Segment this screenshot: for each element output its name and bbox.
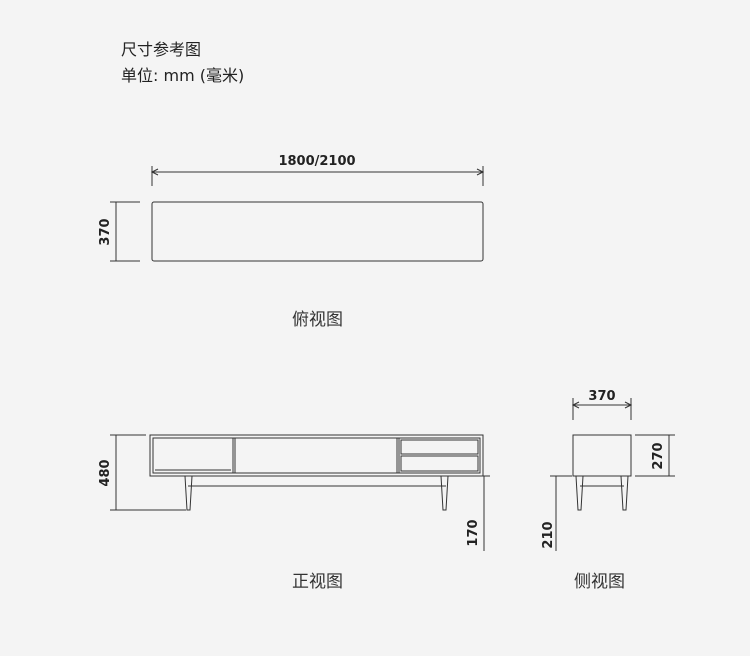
- front-leg-label: 170: [466, 519, 481, 546]
- front-leg-left: [184, 475, 193, 511]
- side-cabinet-body: [572, 434, 632, 477]
- front-view: [110, 434, 490, 551]
- front-height-label: 480: [98, 459, 113, 486]
- top-cabinet-outline: [151, 201, 484, 262]
- side-depth-arrow-left: [571, 401, 580, 409]
- top-view-caption: 俯视图: [292, 310, 343, 330]
- drawing-title: 尺寸参考图: [121, 40, 202, 59]
- side-leg-label: 210: [541, 521, 556, 548]
- front-cabinet-body: [149, 434, 484, 477]
- top-view: [110, 166, 485, 262]
- front-leg-right: [440, 475, 449, 511]
- side-leg-back: [620, 475, 629, 511]
- top-width-arrow-right: [476, 168, 485, 176]
- front-drawer-top: [400, 439, 479, 455]
- front-middle-door: [234, 437, 398, 474]
- side-view: [550, 398, 675, 551]
- side-leg-front: [575, 475, 584, 511]
- side-depth-label: 370: [588, 389, 615, 404]
- side-depth-arrow-right: [624, 401, 633, 409]
- unit-note: 单位: mm (毫米): [121, 66, 245, 85]
- side-body-label: 270: [651, 442, 666, 469]
- front-drawer-bottom: [400, 455, 479, 472]
- side-view-caption: 侧视图: [574, 572, 625, 592]
- top-depth-label: 370: [98, 218, 113, 245]
- top-width-label: 1800/2100: [278, 154, 355, 169]
- top-width-arrow-left: [150, 168, 159, 176]
- front-view-caption: 正视图: [292, 572, 343, 592]
